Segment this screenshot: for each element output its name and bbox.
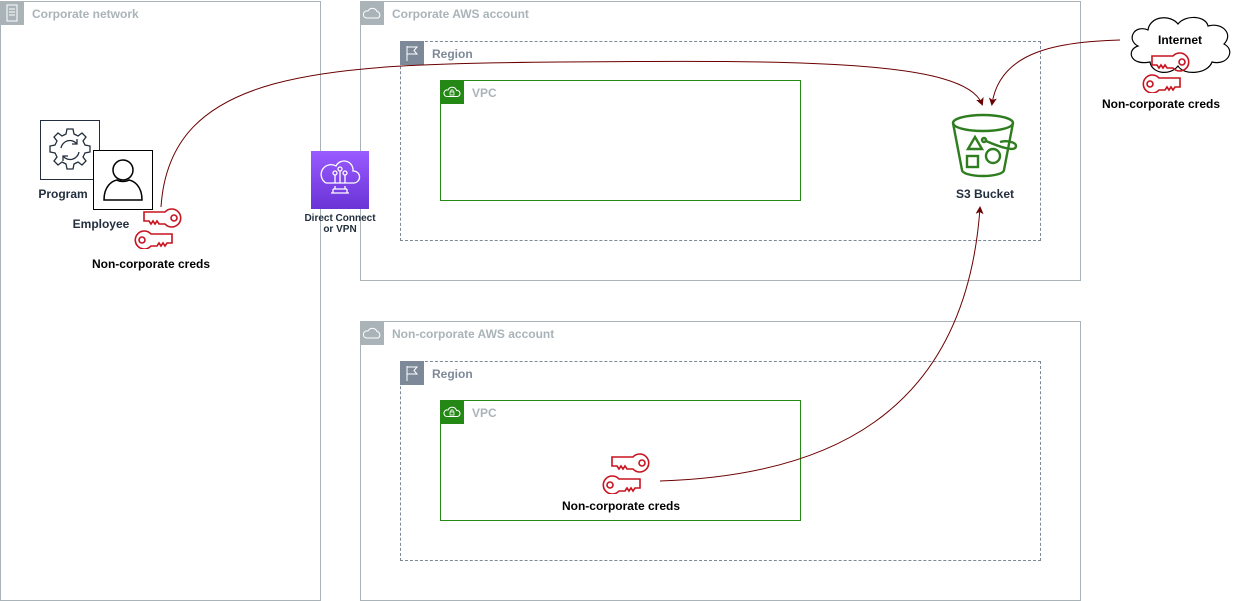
direct-connect-label: Direct Connect or VPN bbox=[304, 213, 376, 235]
program-label: Program bbox=[38, 187, 88, 201]
server-icon bbox=[0, 1, 24, 25]
user-icon bbox=[93, 150, 153, 210]
noncorporate-vpc-label: VPC bbox=[472, 406, 497, 420]
employee-creds-label: Non-corporate creds bbox=[91, 257, 211, 271]
cloud-icon bbox=[360, 321, 384, 345]
direct-connect-icon bbox=[320, 160, 361, 194]
internet-label: Internet bbox=[1157, 33, 1202, 47]
cloud-icon bbox=[360, 1, 384, 25]
keys-icon bbox=[134, 208, 182, 249]
corporate-vpc-label: VPC bbox=[472, 86, 497, 100]
direct-connect-node[interactable] bbox=[311, 151, 369, 209]
flag-icon bbox=[400, 361, 424, 385]
s3-bucket-icon[interactable] bbox=[950, 108, 1022, 180]
gear-sync-icon bbox=[40, 120, 100, 180]
employee-label: Employee bbox=[72, 217, 130, 231]
internet-cloud-icon[interactable] bbox=[1120, 10, 1240, 80]
employee-node[interactable] bbox=[93, 150, 153, 210]
corporate-aws-account-label: Corporate AWS account bbox=[392, 7, 529, 21]
keys-icon bbox=[602, 453, 650, 494]
s3-bucket-label: S3 Bucket bbox=[955, 187, 1015, 201]
corporate-region-label: Region bbox=[432, 47, 473, 61]
internet-creds-label: Non-corporate creds bbox=[1101, 97, 1221, 111]
program-node[interactable] bbox=[40, 120, 100, 180]
corporate-vpc-group: VPC bbox=[440, 80, 801, 201]
noncorporate-region-label: Region bbox=[432, 367, 473, 381]
keys-icon bbox=[1142, 52, 1190, 93]
vpc-cloud-lock-icon bbox=[440, 80, 464, 104]
flag-icon bbox=[400, 41, 424, 65]
vpc-creds-label: Non-corporate creds bbox=[561, 499, 681, 513]
corporate-network-group: Corporate network bbox=[0, 1, 321, 601]
vpc-cloud-lock-icon bbox=[440, 400, 464, 424]
noncorporate-aws-account-label: Non-corporate AWS account bbox=[392, 327, 555, 341]
corporate-network-label: Corporate network bbox=[32, 7, 139, 21]
